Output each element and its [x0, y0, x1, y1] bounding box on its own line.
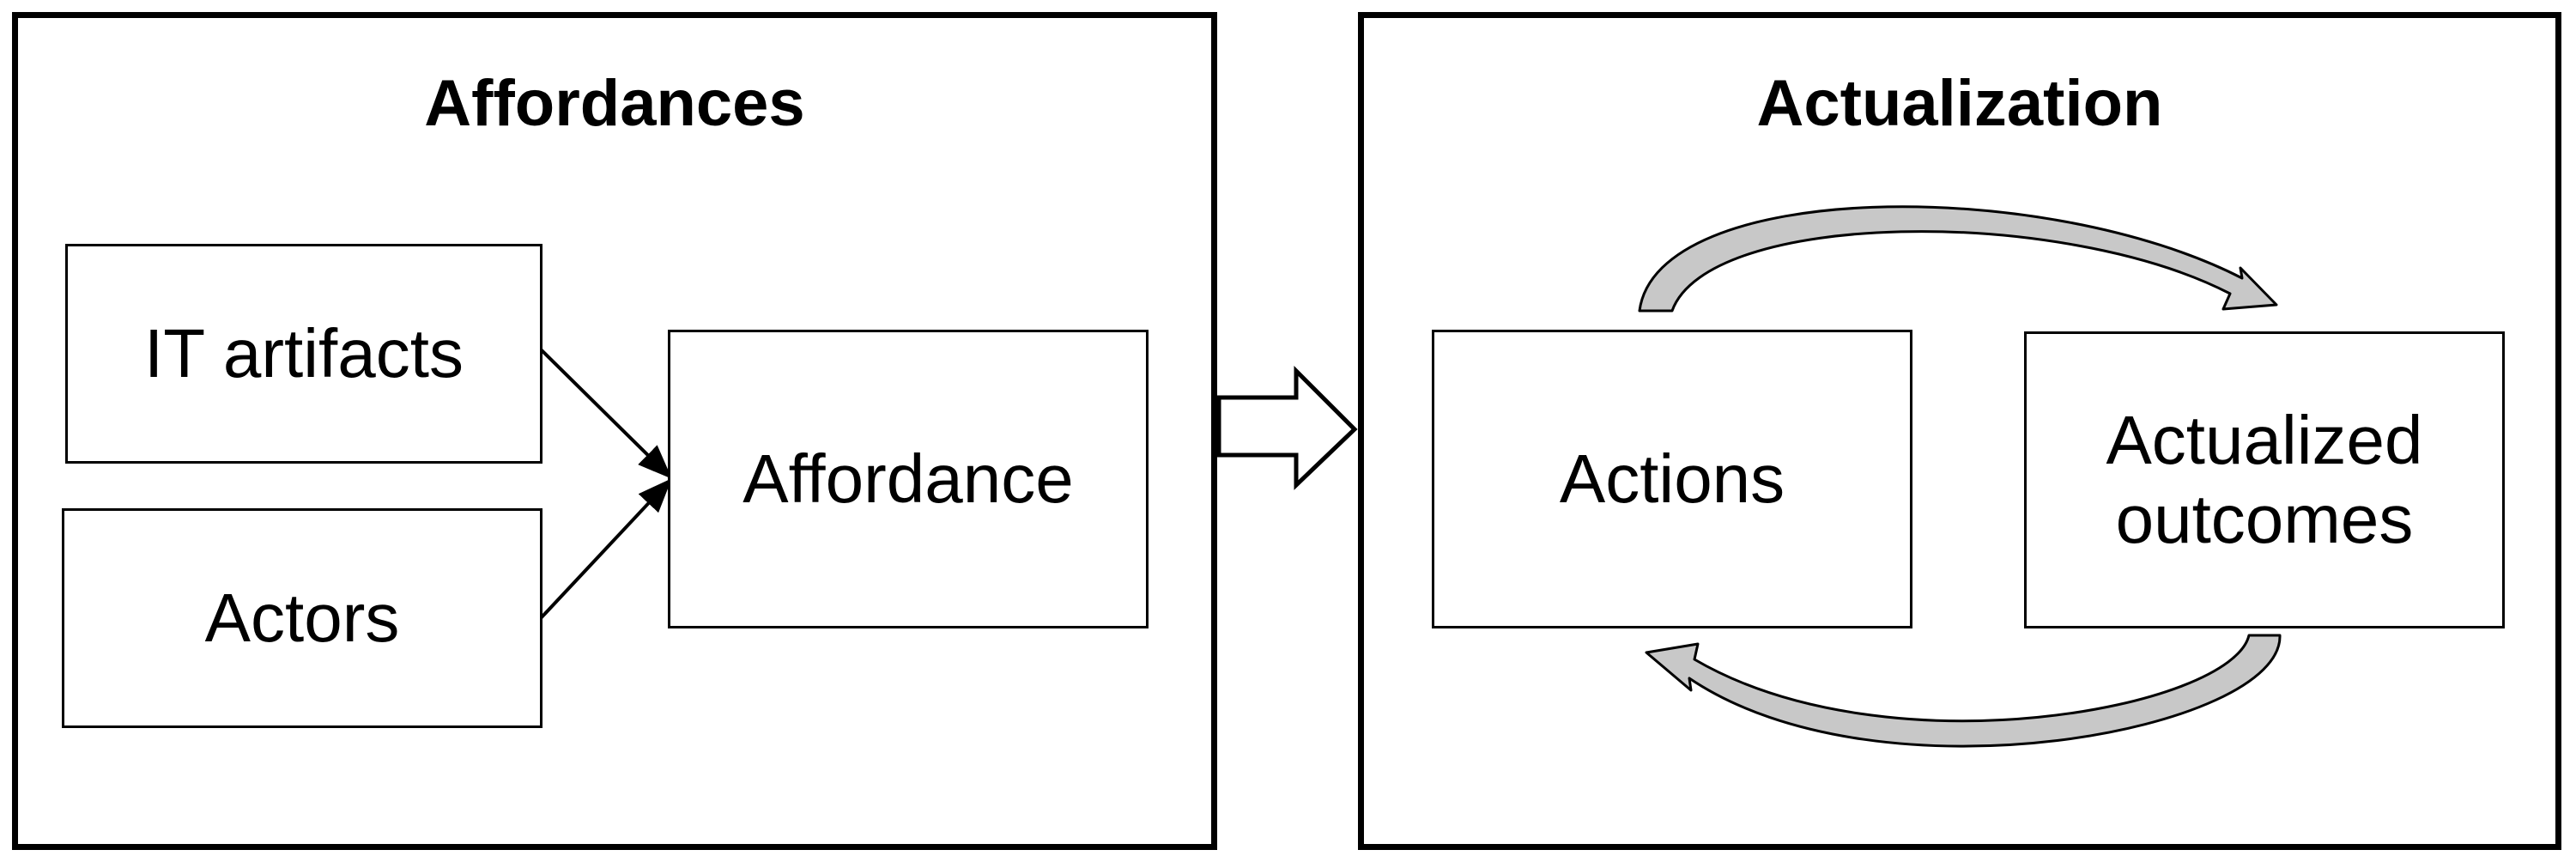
affordance-label: Affordance [742, 440, 1074, 517]
affordance-box: Affordance [668, 330, 1149, 628]
actualized-outcomes-box: Actualized outcomes [2024, 331, 2505, 628]
actualized-outcomes-line2: outcomes [2115, 481, 2414, 557]
actualized-outcomes-line1: Actualized [2106, 402, 2423, 478]
it-artifacts-to-affordance-arrow [539, 348, 672, 479]
actors-label: Actors [204, 580, 400, 656]
it-artifacts-box: IT artifacts [65, 244, 542, 464]
panel-transition-arrow [1216, 365, 1358, 490]
affordances-title: Affordances [424, 67, 805, 140]
actualization-title: Actualization [1756, 67, 2163, 140]
actions-box: Actions [1432, 330, 1912, 628]
cycle-arrow-bottom [1645, 634, 2282, 748]
actions-label: Actions [1559, 440, 1785, 517]
it-artifacts-label: IT artifacts [144, 315, 464, 392]
actors-box: Actors [62, 508, 542, 728]
cycle-arrow-top [1638, 205, 2278, 313]
actors-to-affordance-arrow [539, 478, 672, 620]
